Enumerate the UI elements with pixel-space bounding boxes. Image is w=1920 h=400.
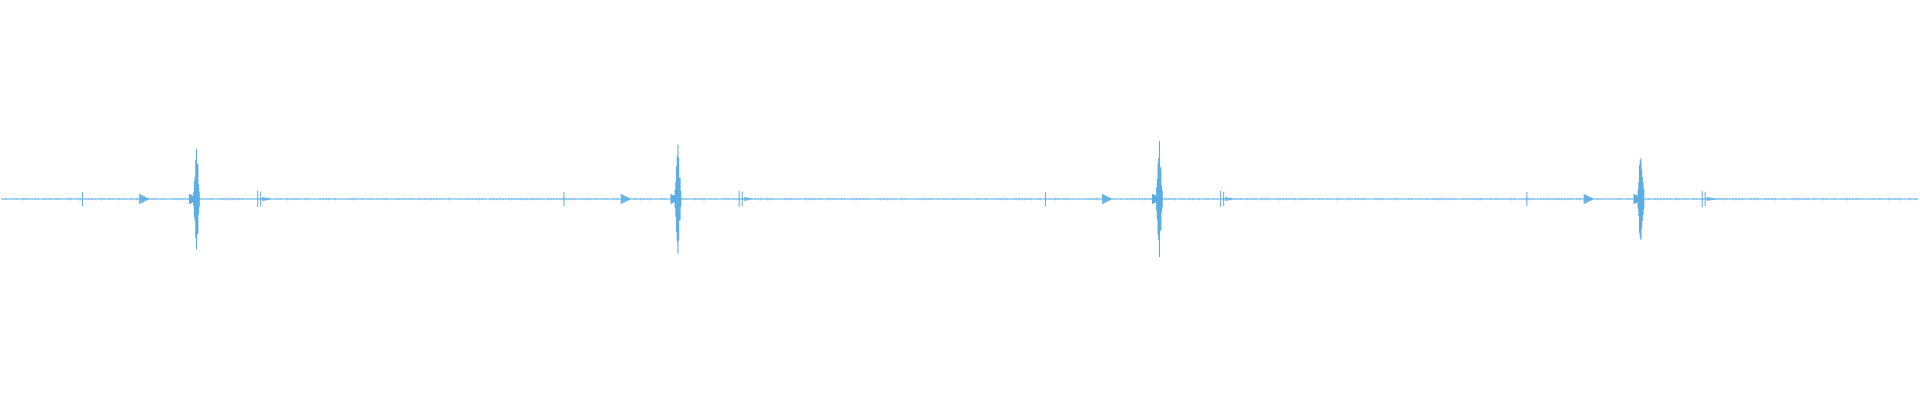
waveform-marks — [1, 140, 1917, 258]
